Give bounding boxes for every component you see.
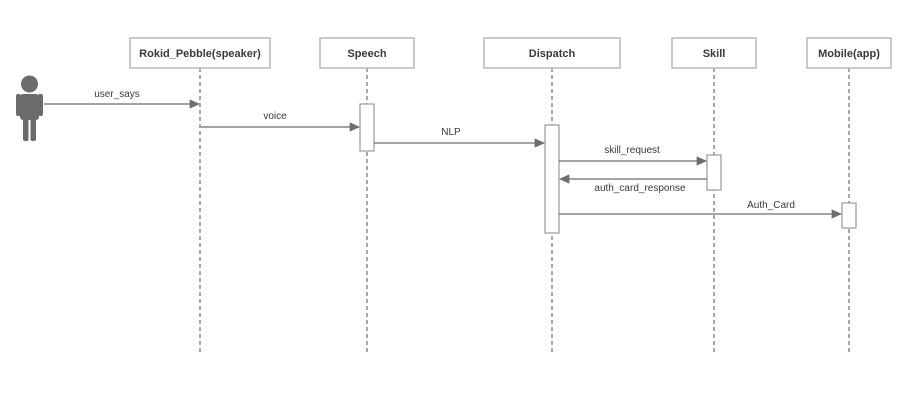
participant-box xyxy=(671,37,757,69)
participant-box xyxy=(483,37,621,69)
activation-speech xyxy=(359,103,375,152)
message-label: auth_card_response xyxy=(594,183,686,194)
message-label: user_says xyxy=(94,89,140,100)
participants: Rokid_Pebble(speaker) Speech Dispatch Sk… xyxy=(129,37,892,69)
message-skill-request: skill_request xyxy=(559,145,708,166)
participant-label: Rokid_Pebble(speaker) xyxy=(139,48,261,60)
message-user-says: user_says xyxy=(44,89,201,109)
participant-mobile: Mobile(app) xyxy=(806,37,892,69)
participant-dispatch: Dispatch xyxy=(483,37,621,69)
message-auth-card-response: auth_card_response xyxy=(558,174,707,194)
activation-skill xyxy=(706,154,722,191)
activations xyxy=(359,103,857,234)
message-label: Auth_Card xyxy=(747,200,795,211)
participant-box xyxy=(806,37,892,69)
messages: user_says voice NLP skill_request auth_c… xyxy=(44,89,843,219)
message-label: skill_request xyxy=(604,145,660,156)
participant-speaker: Rokid_Pebble(speaker) xyxy=(129,37,271,69)
participant-speech: Speech xyxy=(319,37,415,69)
activation-mobile xyxy=(841,202,857,229)
message-nlp: NLP xyxy=(374,127,546,148)
activation-dispatch xyxy=(544,124,560,234)
message-auth-card: Auth_Card xyxy=(559,200,843,219)
participant-skill: Skill xyxy=(671,37,757,69)
participant-box xyxy=(319,37,415,69)
participant-label: Skill xyxy=(703,48,726,60)
participant-box xyxy=(129,37,271,69)
participant-label: Speech xyxy=(347,48,386,60)
message-label: voice xyxy=(263,111,287,122)
participant-label: Dispatch xyxy=(529,48,576,60)
participant-label: Mobile(app) xyxy=(818,48,880,60)
message-voice: voice xyxy=(201,111,361,132)
message-label: NLP xyxy=(441,127,461,138)
person-icon xyxy=(16,75,43,141)
